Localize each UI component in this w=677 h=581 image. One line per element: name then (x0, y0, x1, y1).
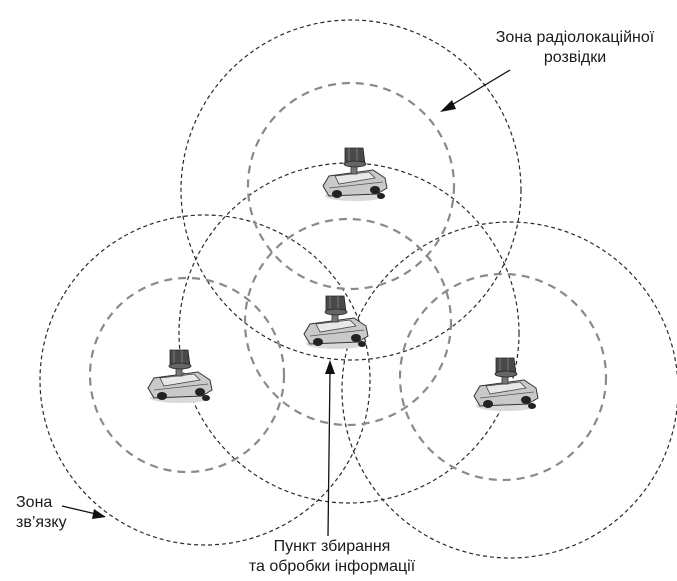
comm-zone-label-line-2: зв’язку (16, 514, 67, 531)
comm-zone-arrowhead (92, 509, 106, 519)
radar-zone-circle-center (243, 217, 453, 427)
processing-point-label-line-1: Пункт збирання (273, 538, 391, 555)
processing-point-label: Пункт збирання та обробки інформації (222, 537, 442, 577)
comm-zone-circle-left (39, 214, 371, 546)
radar-zone-circle-top (246, 81, 456, 291)
radar-zone-arrowhead (440, 100, 456, 112)
radar-zone-label-line-2: розвідки (543, 49, 607, 66)
radar-zone-label: Зона радіолокаційної розвідки (470, 28, 677, 68)
comm-zone-circle-top (180, 19, 522, 361)
processing-point-arrow (327, 371, 331, 537)
processing-point-arrowhead (325, 360, 335, 374)
radar-zone-circle-left (88, 276, 286, 474)
processing-point-label-line-2: та обробки інформації (248, 558, 416, 575)
comm-zone-arrow (61, 505, 97, 515)
radar-vehicle-icon (322, 147, 388, 202)
radar-vehicle-icon (147, 349, 213, 404)
radar-vehicle-icon (303, 295, 369, 350)
radar-zone-label-line-1: Зона радіолокаційної (495, 29, 655, 46)
comm-zone-circle-right (341, 221, 677, 559)
radar-zone-circle-right (398, 272, 608, 482)
radar-vehicle-icon (473, 357, 539, 412)
comm-zone-label: Зона зв’язку (16, 493, 67, 533)
comm-zone-label-line-1: Зона (16, 494, 53, 511)
radar-zone-arrow (449, 69, 511, 107)
